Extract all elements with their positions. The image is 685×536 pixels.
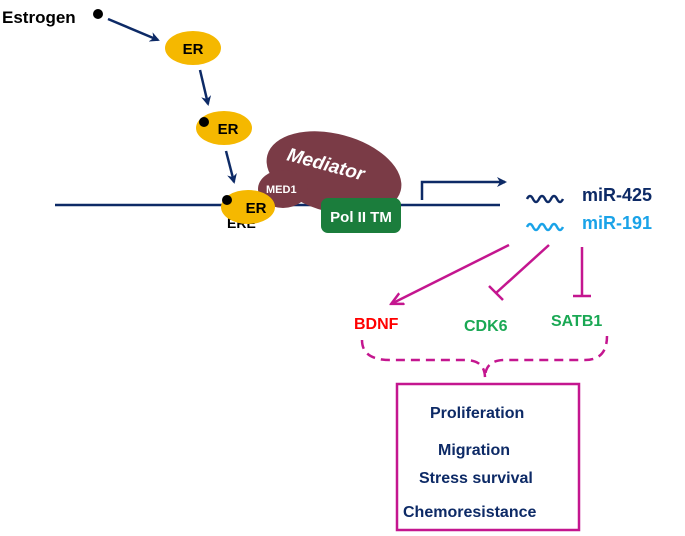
med1-label: MED1 — [266, 184, 297, 196]
targets-bracket — [360, 335, 609, 379]
outcome-stress-survival: Stress survival — [419, 470, 533, 487]
pol2-label: Pol II TM — [330, 209, 392, 226]
mir425-transcript-icon — [525, 194, 565, 204]
mir425-label: miR-425 — [582, 185, 652, 205]
arrow-er-binding — [198, 69, 212, 106]
er-label: ER — [218, 121, 239, 138]
cdk6-label: CDK6 — [464, 318, 508, 335]
transcription-arrow — [420, 177, 507, 200]
mir191-transcript-icon — [525, 222, 565, 232]
bdnf-label: BDNF — [354, 316, 399, 333]
mir191-label: miR-191 — [582, 213, 652, 233]
er-receptor-bound: ER — [196, 111, 252, 145]
er-receptor-dna-bound: ER — [221, 190, 275, 224]
estrogen-ligand-dot — [199, 117, 209, 127]
satb1-label: SATB1 — [551, 313, 602, 330]
arrow-mir-to-bdnf — [393, 243, 510, 303]
pol2-complex: Pol II TM — [321, 198, 401, 233]
outcomes-box — [395, 382, 581, 532]
inhibit-bar-cdk6 — [488, 285, 504, 301]
arrow-er-to-dna — [224, 150, 237, 184]
er-label: ER — [246, 200, 267, 217]
estrogen-ligand-dot — [93, 9, 103, 19]
arrow-estrogen-to-er — [107, 17, 160, 42]
outcome-migration: Migration — [438, 442, 510, 459]
estrogen-ligand-dot — [222, 195, 232, 205]
inhibit-mir-to-cdk6 — [495, 244, 550, 294]
estrogen-label: Estrogen — [2, 8, 76, 27]
outcome-chemoresistance: Chemoresistance — [403, 504, 536, 521]
outcome-proliferation: Proliferation — [430, 405, 524, 422]
er-receptor-free: ER — [165, 31, 221, 65]
er-label: ER — [183, 41, 204, 58]
